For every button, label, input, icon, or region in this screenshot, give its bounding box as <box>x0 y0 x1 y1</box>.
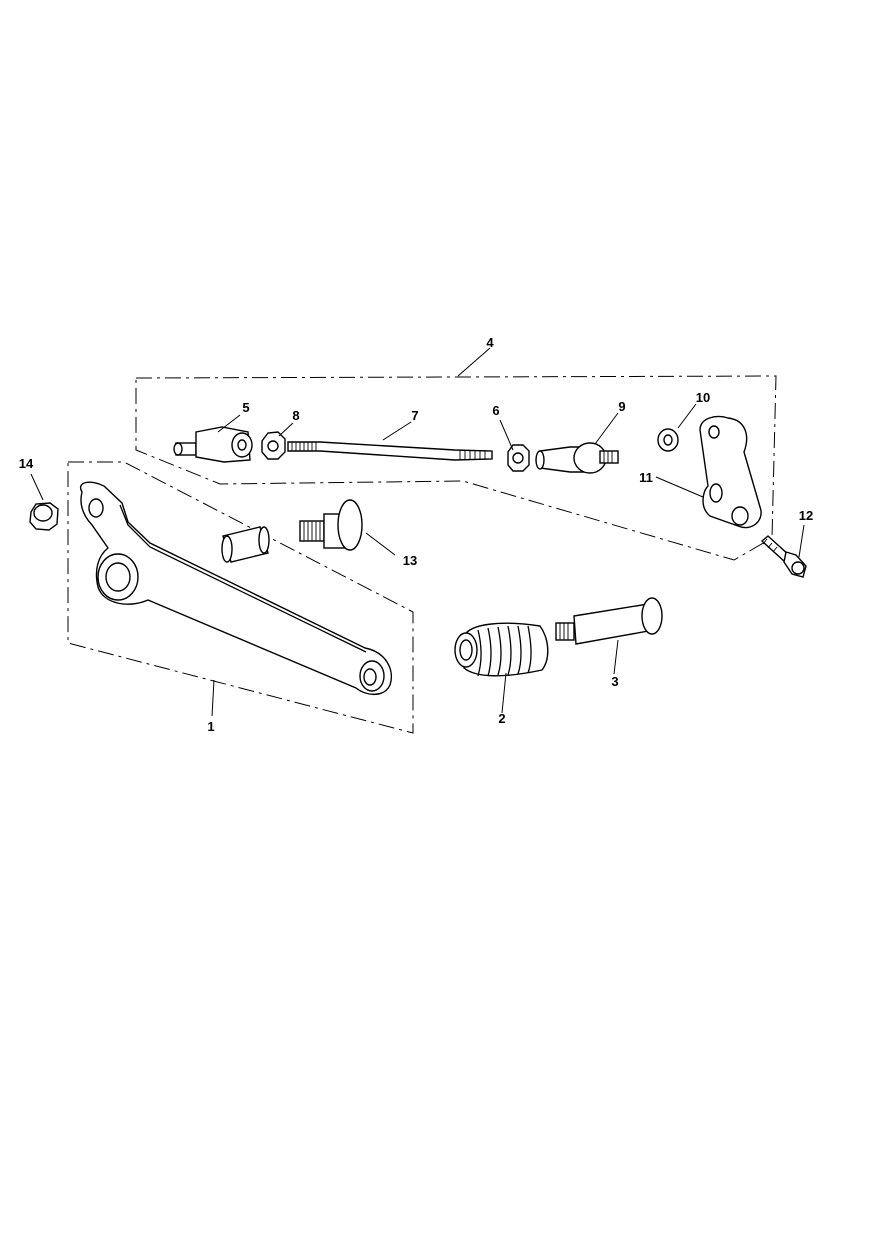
locknut-left <box>261 431 286 460</box>
callout-13: 13 <box>403 553 417 568</box>
callout-7: 7 <box>411 408 418 423</box>
callout-12: 12 <box>799 508 813 523</box>
rod-end-left <box>173 426 253 463</box>
callout-1: 1 <box>207 719 214 734</box>
callout-14: 14 <box>19 456 34 471</box>
callout-8: 8 <box>292 408 299 423</box>
linkage-group-outline <box>135 375 777 561</box>
callout-10: 10 <box>696 390 710 405</box>
lever-group-outline <box>67 461 414 734</box>
cap-nut <box>29 502 59 531</box>
callout-5: 5 <box>242 400 249 415</box>
footrest-pin <box>555 597 663 645</box>
cap-screw <box>760 535 807 578</box>
bushing <box>221 526 270 563</box>
leader-lines <box>30 347 805 717</box>
callout-labels: 4 5 8 7 6 9 10 11 12 13 14 1 2 3 <box>19 335 813 734</box>
rubber-footrest <box>454 622 549 677</box>
selector-arm <box>699 415 762 529</box>
threaded-tie-rod <box>287 441 493 461</box>
callout-9: 9 <box>618 399 625 414</box>
rod-end-right <box>535 442 619 474</box>
pivot-pin <box>299 499 363 551</box>
callout-6: 6 <box>492 403 499 418</box>
locknut-right <box>507 444 530 472</box>
callout-2: 2 <box>498 711 505 726</box>
callout-3: 3 <box>611 674 618 689</box>
gear-lever-arm <box>79 481 392 696</box>
callout-11: 11 <box>639 470 653 485</box>
callout-4: 4 <box>486 335 494 350</box>
washer <box>657 428 679 452</box>
